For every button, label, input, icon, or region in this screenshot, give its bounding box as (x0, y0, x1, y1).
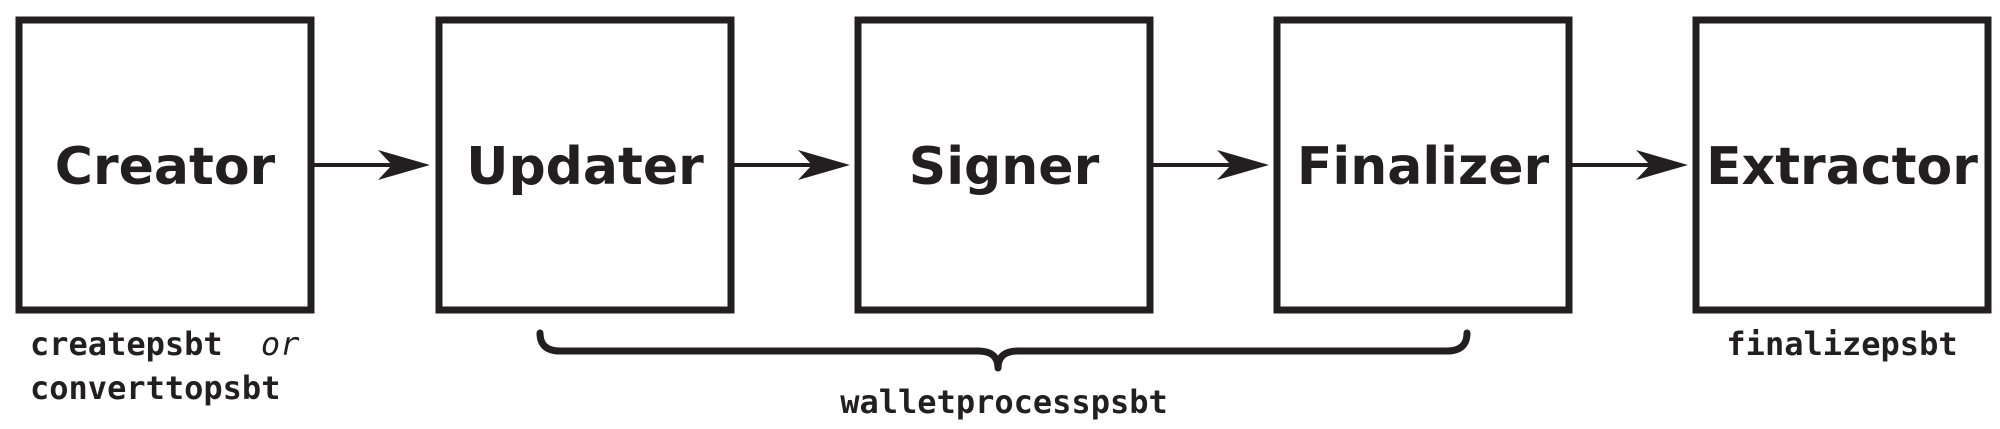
stage-finalizer: Finalizer (1273, 16, 1573, 314)
converttopsbt-command: converttopsbt (30, 369, 280, 407)
creator-commands: createpsbt or converttopsbt (30, 325, 300, 407)
arrow-updater-to-signer (734, 150, 850, 180)
arrow-finalizer-to-extractor (1572, 150, 1688, 180)
stage-signer: Signer (854, 16, 1154, 314)
or-word: or (261, 325, 300, 363)
arrow-updater-to-signer-head (798, 150, 850, 180)
walletprocesspsbt-command: walletprocesspsbt (840, 383, 1168, 421)
stage-creator-label: Creator (55, 137, 276, 197)
arrow-creator-to-updater-head (378, 150, 430, 180)
stage-creator-box (15, 16, 315, 314)
stage-finalizer-box (1273, 16, 1573, 314)
stage-updater: Updater (435, 16, 735, 314)
stage-updater-box (435, 16, 735, 314)
arrow-creator-to-updater (314, 150, 430, 180)
curly-brace (536, 329, 1471, 372)
stage-extractor-label: Extractor (1706, 137, 1978, 197)
stage-signer-label: Signer (909, 137, 1100, 197)
stage-signer-box (854, 16, 1154, 314)
stage-extractor-box (1692, 16, 1992, 314)
arrow-signer-to-finalizer-head (1217, 150, 1269, 180)
stage-extractor: Extractor (1692, 16, 1992, 314)
arrow-finalizer-to-extractor-head (1636, 150, 1688, 180)
stage-updater-label: Updater (466, 137, 704, 197)
creator-command-line-1: createpsbt or (30, 325, 300, 363)
arrow-signer-to-finalizer (1153, 150, 1269, 180)
stage-finalizer-label: Finalizer (1297, 137, 1550, 197)
finalizepsbt-command: finalizepsbt (1726, 325, 1957, 363)
createpsbt-command: createpsbt (30, 325, 223, 363)
stage-creator: Creator (15, 16, 315, 314)
